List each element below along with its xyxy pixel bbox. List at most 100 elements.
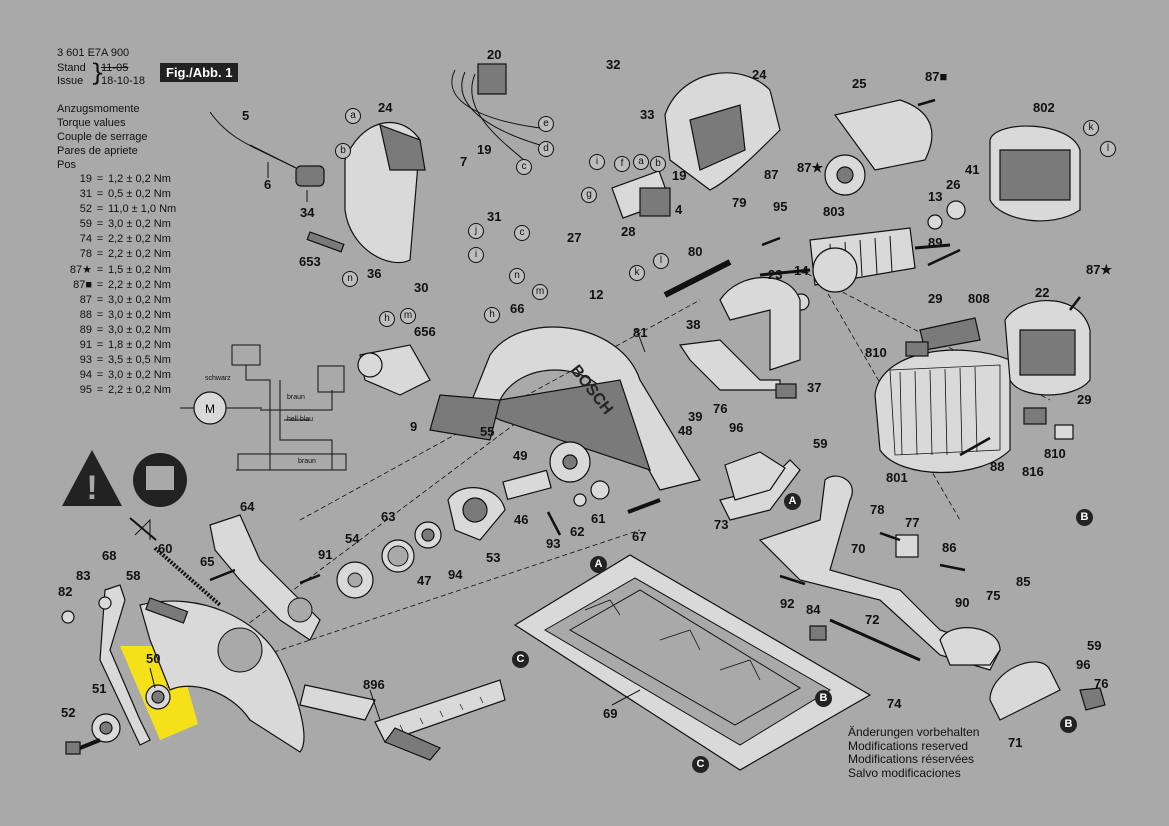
issue-label: Issue [57,75,84,87]
svg-text:M: M [205,402,215,416]
part-label-36: 36 [367,266,382,281]
part-label-91: 91 [318,547,333,562]
torque-eq: = [96,308,104,321]
part-label-19: 19 [672,168,687,183]
wire-connector-k: k [629,265,645,281]
wire-connector-k: k [1083,120,1099,136]
part-label-38: 38 [686,317,701,332]
torque-value: 2,2 ± 0,2 Nm [108,248,171,261]
torque-value: 1,5 ± 0,2 Nm [108,263,171,276]
part-label-19: 19 [477,142,492,157]
torque-eq: = [96,173,104,185]
part-label-81: 81 [633,325,648,340]
torque-row: 78=2,2 ± 0,2 Nm [66,247,176,262]
torque-row: 52=11,0 ± 1,0 Nm [66,202,176,217]
wire-connector-i: i [468,247,484,263]
torque-row: 94=3,0 ± 0,2 Nm [66,368,176,383]
part-label-65: 65 [200,554,215,569]
wire-connector-i: i [589,154,605,170]
torque-eq: = [96,218,104,231]
torque-row: 91=1,8 ± 0,2 Nm [66,338,176,353]
part-label-30: 30 [414,280,429,295]
warning-icon [62,450,122,506]
part-label-26: 26 [946,177,961,192]
torque-row: 87=3,0 ± 0,2 Nm [66,293,176,308]
wire-connector-c: c [516,159,532,175]
torque-eq: = [96,248,104,261]
part-label-50: 50 [146,651,161,666]
part-label-47: 47 [417,573,432,588]
torque-part: 93 [79,354,92,367]
part-label-51: 51 [92,681,107,696]
part-label-73: 73 [714,517,729,532]
part-label-93: 93 [546,536,561,551]
part-label-34: 34 [300,205,315,220]
part-label-85: 85 [1016,574,1031,589]
wire-connector-l: l [653,253,669,269]
part-label-816: 816 [1022,464,1044,479]
part-label-86: 86 [942,540,957,555]
torque-value: 3,0 ± 0,2 Nm [108,369,171,382]
wire-connector-n: n [342,271,358,287]
wire-label-braun-2: braun [298,458,316,465]
part-label-68: 68 [102,548,117,563]
footer-es: Salvo modificaciones [848,765,961,780]
part-label-810: 810 [865,345,887,360]
torque-part: 94 [79,369,92,382]
torque-value: 2,2 ± 0,2 Nm [108,384,171,397]
part-label-5: 5 [242,108,250,123]
part-label-87: 87★ [1086,262,1113,277]
part-label-653: 653 [299,254,321,269]
part-label-6: 6 [264,177,272,192]
torque-title-fr: Couple de serrage [57,131,148,143]
torque-eq: = [96,384,104,397]
part-label-24: 24 [752,67,767,82]
torque-value: 3,0 ± 0,2 Nm [108,218,171,231]
torque-eq: = [96,263,104,276]
torque-eq: = [96,354,104,367]
torque-value: 1,2 ± 0,2 Nm [108,173,171,185]
part-label-74: 74 [887,696,902,711]
wire-connector-l: l [1100,141,1116,157]
torque-part: 19 [79,173,92,185]
part-label-77: 77 [905,515,920,530]
torque-eq: = [96,233,104,246]
part-label-61: 61 [591,511,606,526]
torque-row: 89=3,0 ± 0,2 Nm [66,323,176,338]
torque-value: 1,8 ± 0,2 Nm [108,339,171,352]
torque-part: 87★ [69,263,92,276]
part-label-64: 64 [240,499,255,514]
torque-part: 87■ [73,278,92,291]
part-label-14: 14 [794,263,809,278]
part-label-76: 76 [1094,676,1109,691]
part-label-89: 89 [928,235,943,250]
document-code: 3 601 E7A 900 [57,47,130,59]
torque-part: 59 [79,218,92,231]
part-label-29: 29 [928,291,943,306]
part-label-9: 9 [410,419,418,434]
part-label-67: 67 [632,529,647,544]
torque-eq: = [96,203,104,216]
torque-part: 31 [79,188,92,201]
wire-connector-c: c [514,225,530,241]
part-label-80: 80 [688,244,703,259]
wire-label-hellblau: hell blau [287,416,314,423]
footer-notes: Änderungen vorbehalten Modifications res… [848,725,979,780]
torque-part: 52 [79,203,92,216]
part-label-896: 896 [363,677,385,692]
part-label-41: 41 [965,162,980,177]
torque-row: 93=3,5 ± 0,5 Nm [66,353,176,368]
torque-part: 87 [79,293,92,306]
date-old: 11-05 [101,62,129,74]
part-label-803: 803 [823,204,845,219]
torque-part: 95 [79,384,92,397]
part-label-75: 75 [986,588,1001,603]
wire-connector-m: m [400,308,416,324]
part-label-54: 54 [345,531,360,546]
part-label-59: 59 [1087,638,1102,653]
torque-part: 88 [79,308,92,321]
reference-marker-a: A [590,556,607,573]
part-label-76: 76 [713,401,728,416]
part-label-92: 92 [780,596,795,611]
